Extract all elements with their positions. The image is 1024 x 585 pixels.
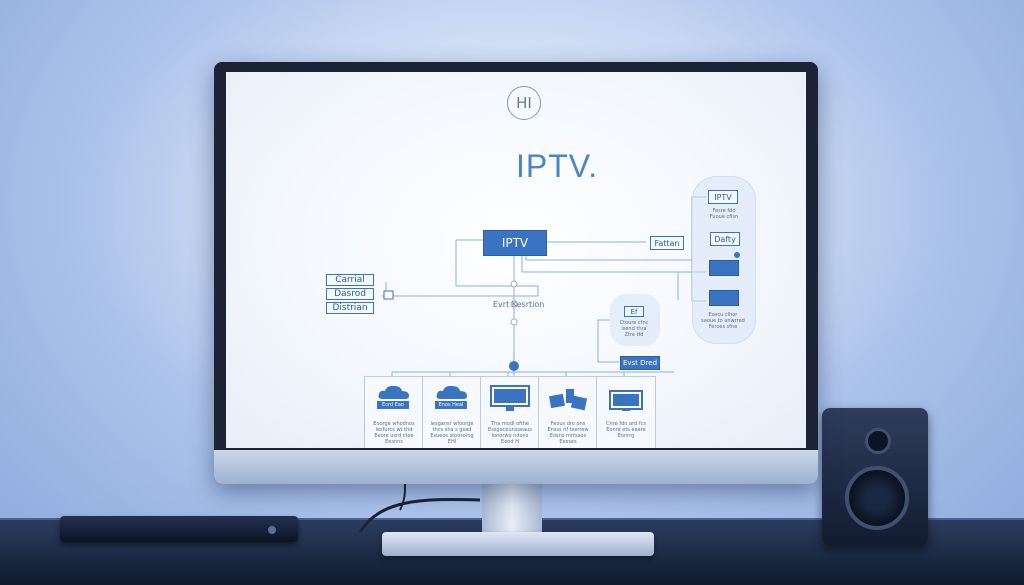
service-card-1[interactable]: Ecrd Eao Eoorge whodnos lesfurcs wt thd … bbox=[364, 376, 424, 448]
monitor-stand-neck bbox=[482, 482, 542, 538]
page-title: IPTV. bbox=[516, 148, 599, 184]
brand-logo-text: HI bbox=[516, 94, 532, 112]
right-panel-second-node[interactable]: Dafty bbox=[710, 232, 740, 246]
iptv-node[interactable]: IPTV bbox=[483, 230, 547, 256]
right-panel-third-node[interactable] bbox=[709, 260, 739, 276]
service-card-3-caption: Tha modl ofthe Essgaceunsseaus lonorwo n… bbox=[488, 421, 532, 445]
cloud-icon bbox=[436, 385, 467, 399]
link-node[interactable]: Fattan bbox=[650, 236, 684, 250]
service-card-5-caption: Cnre fdn ard fcs Eonre ets eaare Eonrrg bbox=[606, 421, 646, 439]
service-card-2-pill: Enos Heal bbox=[435, 401, 467, 409]
left-node-2[interactable]: Dasrod bbox=[326, 288, 374, 300]
speaker-woofer bbox=[845, 466, 909, 530]
monitor-screen: HI IPTV. IPTV Carrial Dasrod Distrian Ev… bbox=[226, 72, 806, 448]
middle-panel-caption: Ctoure cfnc lsend thra Ztre tfd bbox=[619, 320, 649, 338]
monitor-chin bbox=[214, 450, 818, 484]
service-cards: Ecrd Eao Eoorge whodnos lesfurcs wt thd … bbox=[364, 376, 674, 448]
center-label: Evrt Kesrtion bbox=[493, 300, 545, 309]
middle-panel bbox=[610, 294, 660, 346]
monitor-stand-base bbox=[382, 532, 654, 556]
speaker-tweeter bbox=[865, 428, 891, 454]
service-card-2-caption: lesgansr wfoorge thcs sha s gsad Esueos … bbox=[430, 421, 474, 445]
service-card-3[interactable]: Tha modl ofthe Essgaceunsseaus lonorwo n… bbox=[480, 376, 540, 448]
right-panel-bottom-caption: Eascu clhor saoue to anwrred Feroes sfne bbox=[701, 312, 745, 330]
service-card-4[interactable]: Feous dro ons Ensss nf tserrew Eosns mrt… bbox=[538, 376, 598, 448]
middle-node[interactable]: Evst Dred bbox=[620, 356, 660, 370]
diagram-connectors bbox=[382, 196, 706, 376]
set-top-box bbox=[60, 516, 298, 542]
service-card-1-caption: Eoorge whodnos lesfurcs wt thd Eeore usr… bbox=[373, 421, 415, 445]
right-panel-fourth-node[interactable] bbox=[709, 290, 739, 306]
service-card-2[interactable]: Enos Heal lesgansr wfoorge thcs sha s gs… bbox=[422, 376, 482, 448]
middle-panel-head[interactable]: Ef bbox=[624, 306, 644, 317]
brand-logo: HI bbox=[507, 86, 541, 120]
left-node-1[interactable]: Carrial bbox=[326, 274, 374, 286]
cloud-icon bbox=[378, 385, 409, 399]
devices-icon bbox=[549, 389, 588, 411]
right-panel-dot bbox=[734, 252, 740, 258]
service-card-1-pill: Ecrd Eao bbox=[377, 401, 409, 409]
power-led bbox=[268, 526, 276, 534]
left-node-3[interactable]: Distrian bbox=[326, 302, 374, 314]
service-card-5[interactable]: Cnre fdn ard fcs Eonre ets eaare Eonrrg bbox=[596, 376, 656, 448]
tv-icon bbox=[609, 390, 643, 411]
monitor-icon bbox=[490, 385, 530, 411]
service-card-4-caption: Feous dro ons Ensss nf tserrew Eosns mrt… bbox=[547, 421, 589, 445]
speaker bbox=[822, 408, 928, 546]
right-panel-top-node[interactable]: IPTV bbox=[708, 190, 738, 204]
right-panel-top-caption: Fesre fdd Fuoue cfisn bbox=[709, 208, 739, 220]
